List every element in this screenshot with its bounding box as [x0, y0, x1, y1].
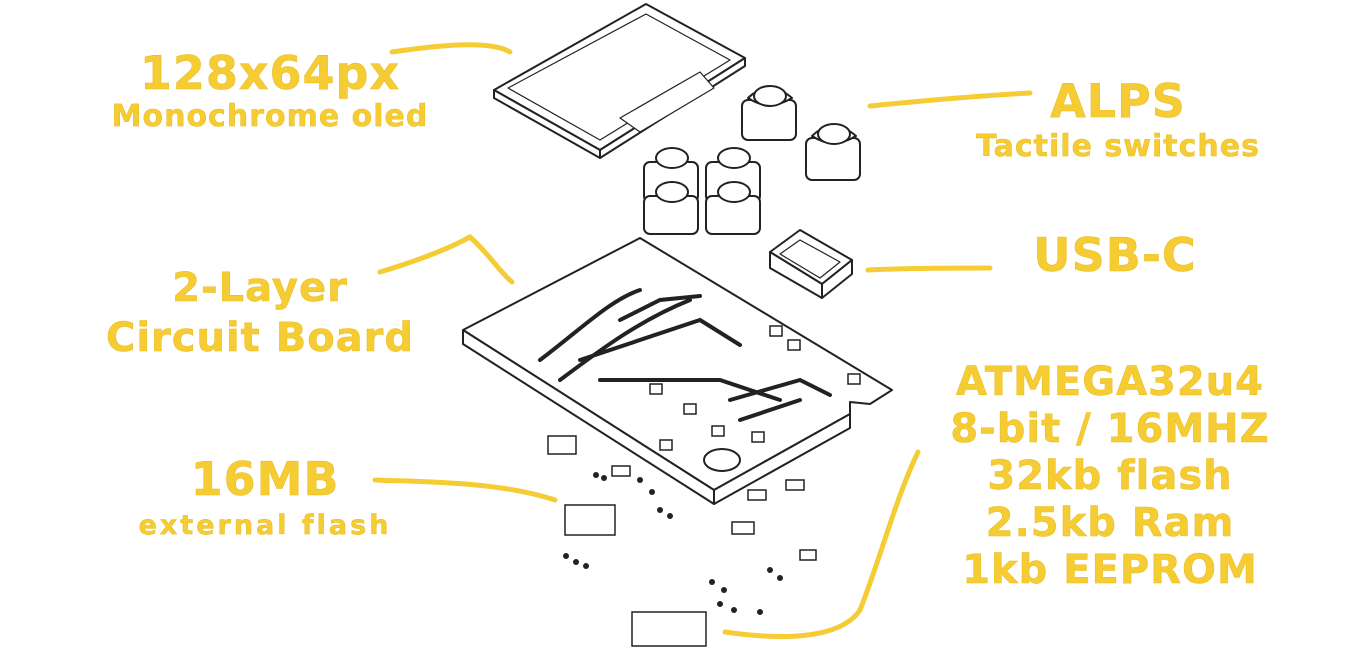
- label-flash-line2: external flash: [138, 510, 392, 541]
- switch-5: [643, 181, 699, 235]
- usbc-connector: [769, 229, 853, 299]
- usb-leader-line: [865, 265, 993, 273]
- label-usb: USB-C: [1010, 228, 1220, 282]
- callout-lines: [372, 42, 1033, 639]
- label-pcb: 2-Layer Circuit Board: [80, 265, 440, 361]
- pcb-traces: [538, 288, 832, 422]
- component-a: [547, 435, 577, 455]
- label-mcu-line1: ATMEGA32u4: [955, 359, 1265, 405]
- label-pcb-line2: Circuit Board: [105, 315, 415, 361]
- oled-display: [493, 3, 746, 159]
- circuit-board: [462, 237, 893, 505]
- label-flash-line1: 16MB: [190, 452, 340, 506]
- label-mcu-line3: 32kb flash: [987, 453, 1233, 499]
- label-switches-line2: Tactile switches: [976, 129, 1260, 164]
- label-mcu: ATMEGA32u4 8-bit / 16MHZ 32kb flash 2.5k…: [930, 359, 1290, 593]
- flash-chip: [564, 504, 616, 536]
- switches-leader-line: [867, 90, 1033, 109]
- pcb-leader-line: [377, 233, 515, 285]
- switch-2: [805, 123, 861, 181]
- label-mcu-line2: 8-bit / 16MHZ: [950, 406, 1270, 452]
- switch-6: [705, 181, 761, 235]
- oled-leader-line: [389, 42, 513, 55]
- label-pcb-line1: 2-Layer: [172, 265, 348, 311]
- label-switches: ALPS Tactile switches: [908, 78, 1328, 162]
- switch-1: [741, 85, 797, 141]
- label-oled-line1: 128x64px: [139, 46, 401, 100]
- small-components: [547, 435, 817, 647]
- label-mcu-line4: 2.5kb Ram: [985, 500, 1235, 546]
- tiny-parts: [563, 472, 783, 615]
- label-usb-line1: USB-C: [1033, 228, 1197, 282]
- label-mcu-line5: 1kb EEPROM: [962, 547, 1258, 593]
- label-oled-line2: Monochrome oled: [111, 99, 429, 134]
- mcu-chip: [631, 611, 707, 647]
- flash-leader-line: [372, 477, 558, 503]
- mcu-leader-line: [722, 449, 921, 639]
- label-switches-line1: ALPS: [1050, 74, 1186, 128]
- label-flash: 16MB external flash: [80, 452, 450, 541]
- tactile-switches: [643, 85, 861, 235]
- label-oled: 128x64px Monochrome oled: [40, 50, 500, 132]
- pcb-pads: [649, 325, 861, 451]
